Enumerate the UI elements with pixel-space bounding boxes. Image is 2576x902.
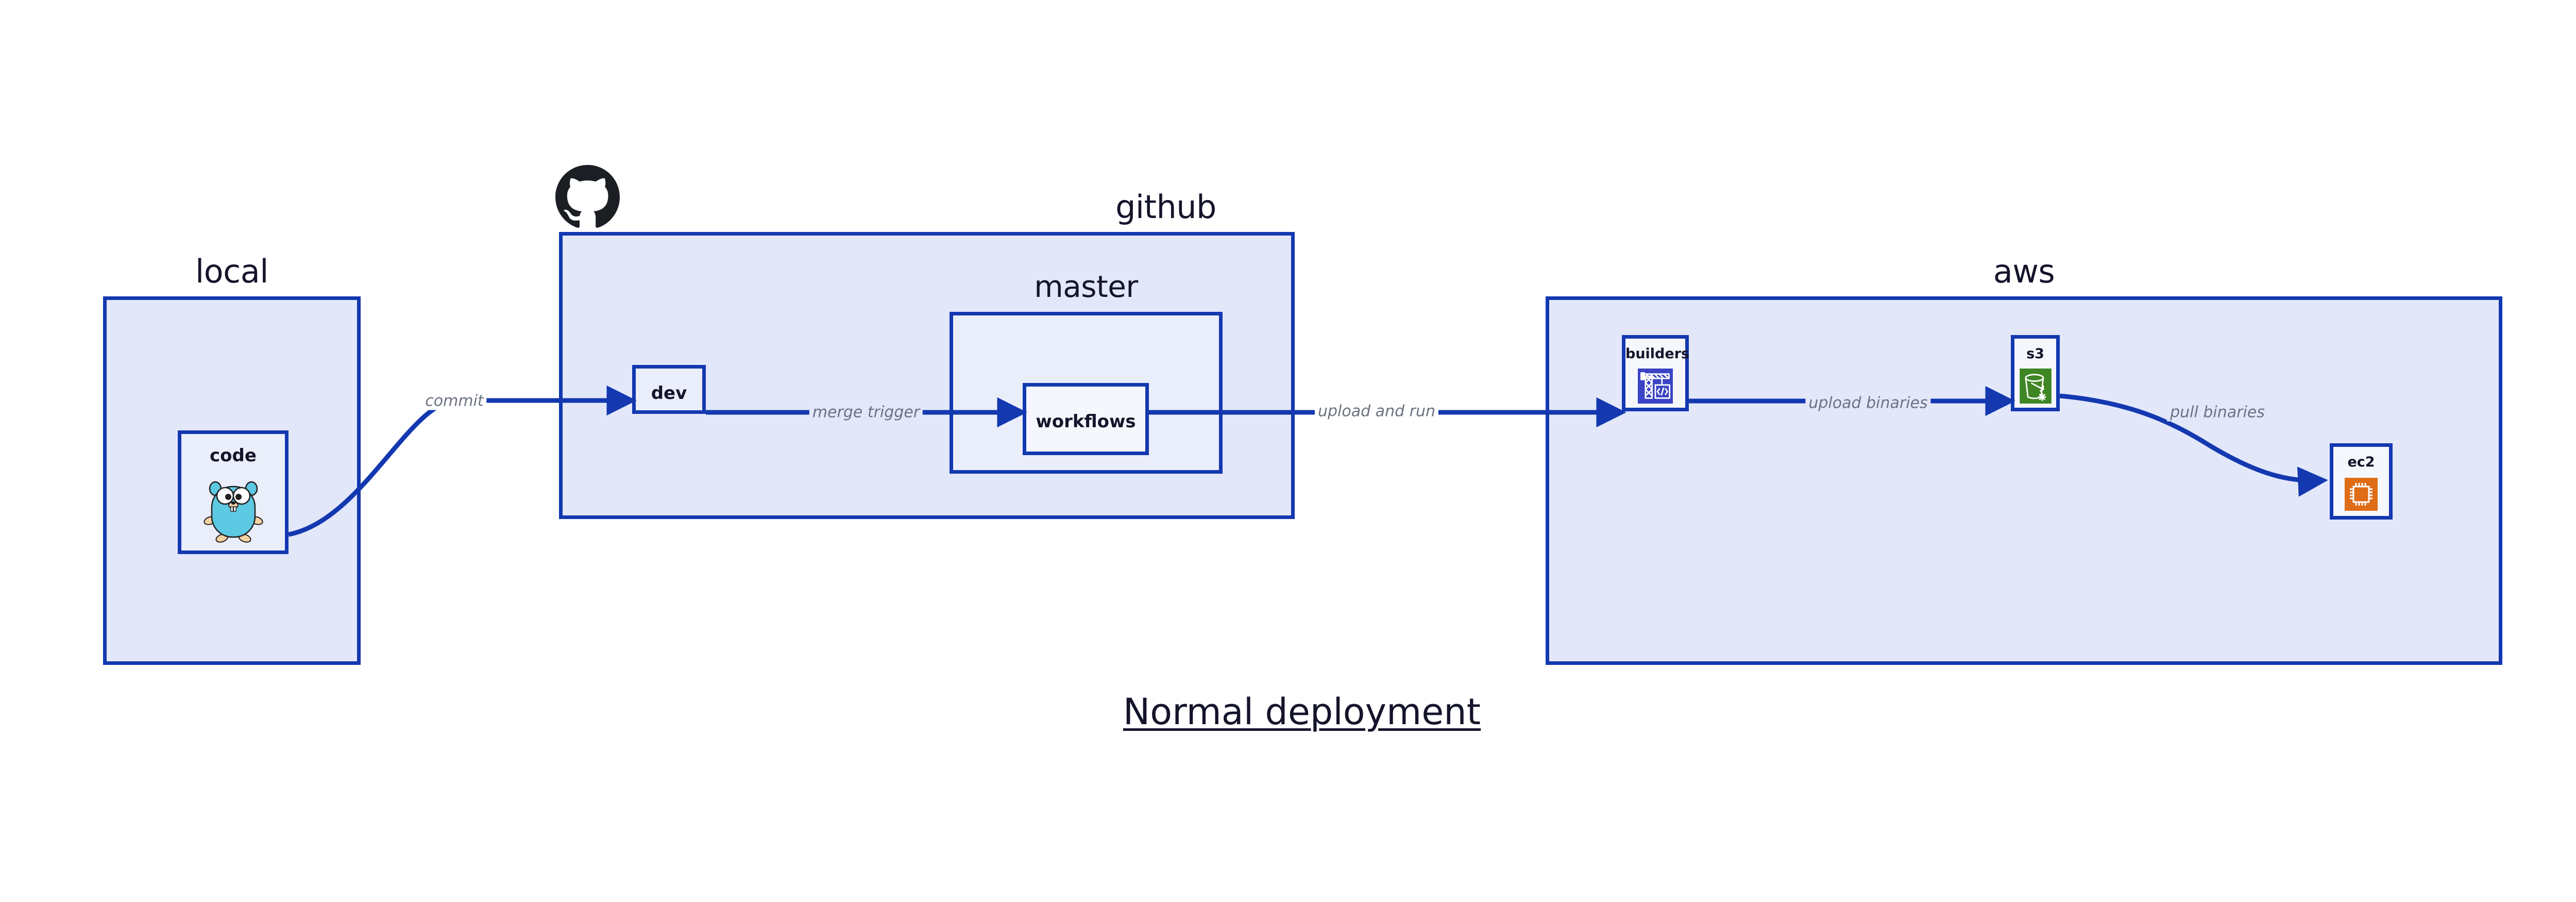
node-s3[interactable]: s3 — [2011, 335, 2060, 411]
group-local-title: local — [195, 253, 268, 290]
node-builders-label: builders — [1625, 346, 1690, 362]
node-ec2[interactable]: ec2 — [2330, 443, 2393, 520]
node-dev-label: dev — [651, 383, 687, 404]
edge-label-upload-and-run: upload and run — [1314, 402, 1439, 421]
node-dev[interactable]: dev — [632, 365, 706, 414]
edge-pull-binaries-path — [2059, 393, 2328, 497]
edge-label-merge-trigger: merge trigger — [809, 403, 923, 422]
go-gopher-icon — [202, 478, 264, 543]
node-code[interactable]: code — [178, 430, 289, 554]
node-workflows[interactable]: workflows — [1023, 383, 1149, 455]
node-workflows-label: workflows — [1036, 411, 1136, 432]
edge-label-pull-binaries: pull binaries — [2167, 403, 2268, 422]
node-ec2-label: ec2 — [2347, 454, 2375, 470]
edge-label-commit: commit — [422, 392, 487, 410]
diagram-caption: Normal deployment — [1123, 691, 1481, 733]
cpu-chip-icon — [2345, 478, 2378, 511]
edge-commit-path — [288, 385, 637, 537]
node-builders[interactable]: builders — [1622, 335, 1689, 411]
github-octocat-icon — [555, 165, 620, 229]
crane-code-icon — [1638, 369, 1673, 404]
group-aws-title: aws — [1993, 253, 2055, 290]
node-s3-label: s3 — [2026, 346, 2044, 362]
edge-label-upload-binaries: upload binaries — [1805, 394, 1931, 412]
group-master-title: master — [1034, 269, 1138, 304]
s3-bucket-icon — [2019, 369, 2052, 404]
group-github-title: github — [1115, 188, 1216, 226]
node-code-label: code — [210, 445, 257, 466]
